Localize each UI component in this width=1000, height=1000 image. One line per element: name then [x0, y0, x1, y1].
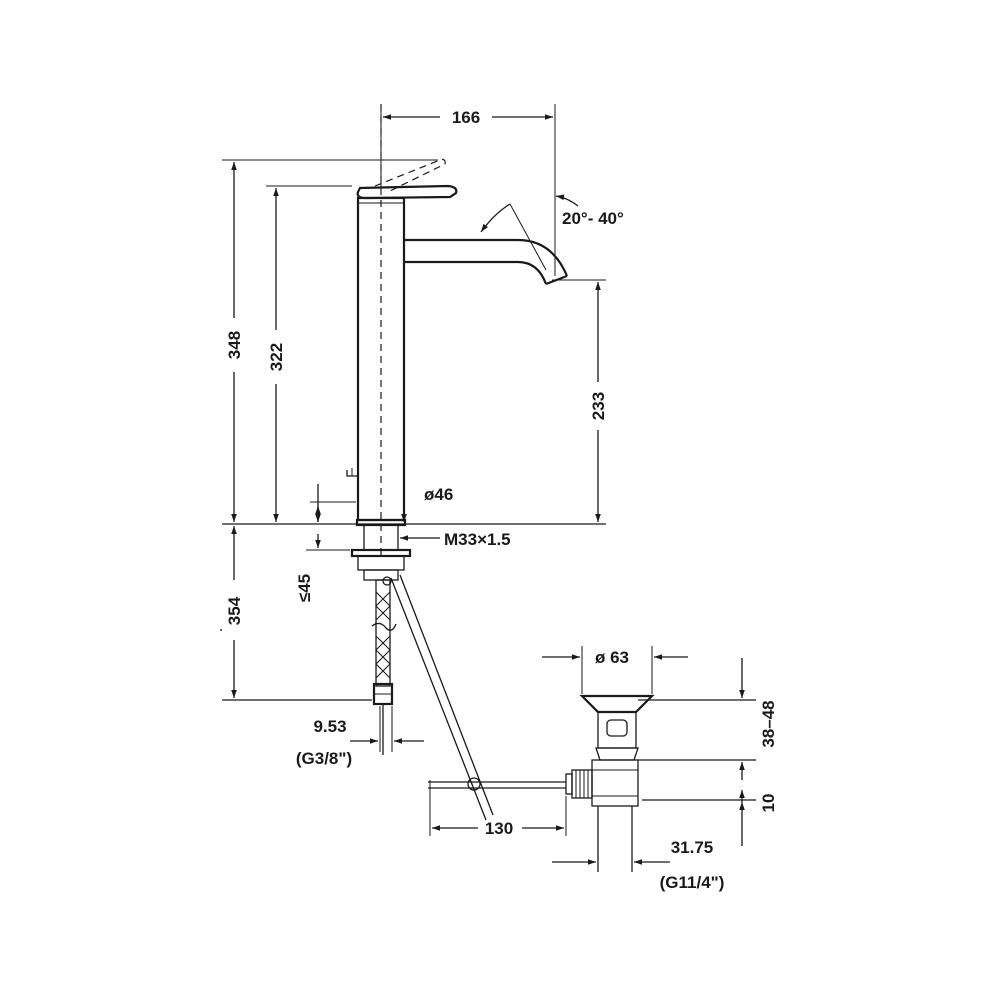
- dimension-labels: 166 20°- 40° 348 322 233 ø46 M33×1.5 ≤45…: [225, 108, 778, 892]
- spout-reach-label: 166: [452, 108, 480, 127]
- body-diameter-label: ø46: [424, 485, 453, 504]
- rod-length-label: 130: [485, 819, 513, 838]
- body-height-label: 322: [267, 343, 286, 371]
- mounting-assembly: [220, 518, 606, 821]
- spout: [404, 238, 569, 286]
- waste-thread-label: (G11/4"): [660, 873, 725, 892]
- waste-offset-label: 10: [759, 794, 778, 813]
- thread-label: M33×1.5: [444, 530, 511, 549]
- hose-thread-label: (G3/8"): [296, 749, 352, 768]
- spout-clearance-label: 233: [589, 392, 608, 420]
- waste-diameter-label: ø 63: [595, 648, 629, 667]
- lever-angle-label: 20°- 40°: [562, 209, 624, 228]
- waste-adjust-label: 38–48: [759, 700, 778, 747]
- deck-thickness-label: ≤45: [295, 574, 314, 602]
- below-deck-label: 354: [225, 596, 244, 625]
- waste-size-label: 31.75: [671, 838, 714, 857]
- hose-size-label: 9.53: [313, 717, 346, 736]
- popup-waste: [565, 694, 756, 872]
- total-height-label: 348: [225, 331, 244, 359]
- dimension-lines: [222, 104, 745, 872]
